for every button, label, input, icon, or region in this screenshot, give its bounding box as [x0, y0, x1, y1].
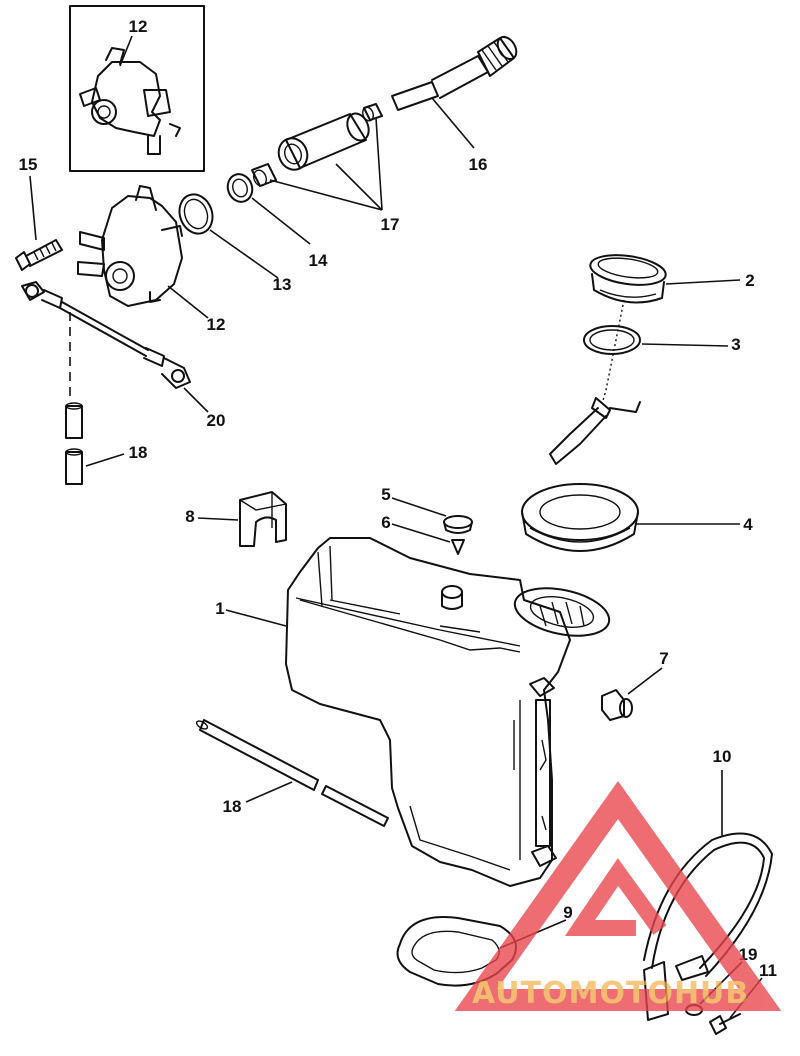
- inset-oil-pump-detail: [69, 5, 205, 172]
- inset-frame: [69, 5, 205, 172]
- callout-7: 7: [659, 649, 668, 668]
- callout-5: 5: [381, 485, 390, 504]
- callout-16: 16: [469, 155, 488, 174]
- callout-10: 10: [713, 747, 732, 766]
- callout-6: 6: [381, 513, 390, 532]
- tank-strap: [643, 832, 773, 1021]
- bushing-small: [251, 163, 277, 187]
- callout-13: 13: [273, 275, 292, 294]
- callout-14: 14: [309, 251, 328, 270]
- callout-4: 4: [743, 515, 753, 534]
- link-rod: [21, 281, 191, 389]
- seal: [451, 539, 465, 555]
- strap-screw: [709, 1013, 741, 1035]
- oil-tank: [285, 537, 611, 887]
- o-ring-large: [178, 193, 214, 235]
- callout-18-lower: 18: [223, 797, 242, 816]
- callout-15: 15: [19, 155, 38, 174]
- sleeve-upper: [65, 402, 83, 485]
- vent-hose: [195, 719, 389, 827]
- screw: [15, 239, 63, 271]
- cap-gasket: [583, 325, 641, 355]
- fill-cap: [589, 254, 667, 304]
- tank-fitting: [601, 689, 633, 721]
- watermark-text: AUTOMOTOHUB: [472, 976, 749, 1011]
- mounting-bracket: [239, 491, 287, 547]
- oil-pump: [77, 185, 183, 307]
- callout-2: 2: [745, 271, 754, 290]
- retaining-chain: [549, 299, 641, 465]
- inset-oil-pump: [79, 47, 181, 155]
- callout-11: 11: [759, 961, 777, 980]
- filler-neck-grommet: [521, 483, 639, 552]
- o-ring-small: [226, 173, 254, 203]
- drive-sleeve: [277, 112, 370, 171]
- callout-numbers: 12 15 12 13 14 17 16 2 3 4 5 6 8 1 7 20 …: [19, 17, 777, 980]
- callout-9: 9: [563, 903, 572, 922]
- callout-12-inset: 12: [129, 17, 148, 36]
- callout-17: 17: [381, 215, 400, 234]
- plug: [443, 515, 473, 534]
- callout-1: 1: [215, 599, 224, 618]
- bushing-upper: [362, 103, 383, 122]
- callout-12: 12: [207, 315, 226, 334]
- driven-gear-shaft: [391, 35, 518, 111]
- watermark-logo: AUTOMOTOHUB: [454, 780, 782, 1011]
- callout-8: 8: [185, 507, 194, 526]
- callout-18-upper: 18: [129, 443, 148, 462]
- callout-3: 3: [731, 335, 740, 354]
- leader-lines: [29, 35, 763, 1019]
- callout-20: 20: [207, 411, 226, 430]
